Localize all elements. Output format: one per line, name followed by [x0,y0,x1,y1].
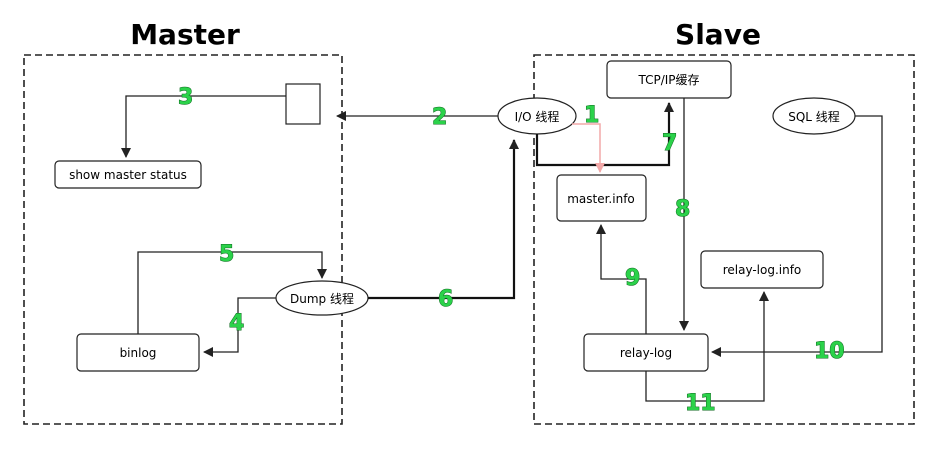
step-number: 7 [662,131,677,156]
edge-io-to-master-info [572,123,605,173]
step-number: 8 [675,197,690,222]
edge-square-to-status [121,95,286,158]
edge-relay-log-to-relay-log-info [645,291,769,402]
step-number: 1 [584,103,599,128]
slave-region [533,54,915,425]
tcp-cache-label: TCP/IP缓存 [637,73,699,87]
edge-sql-to-relay-log [711,115,883,357]
show-master-status-box [54,160,202,189]
tcp-cache-box [606,60,732,99]
step-number: 4 [229,311,244,336]
master-region [23,54,343,425]
edge-dump-to-binlog [203,297,276,357]
io-thread-label: I/O 线程 [515,109,560,124]
step-number: 3 [178,85,193,110]
master-title: Master [130,18,240,51]
step-number: 5 [219,242,234,267]
relay-log-label: relay-log [620,346,672,360]
edge-dump-to-io [368,139,519,300]
step-number: 6 [438,287,453,312]
master-request-square [285,83,321,125]
step-number: 2 [432,105,447,130]
slave-title: Slave [675,18,761,51]
master-info-label: master.info [567,192,635,206]
sql-thread-label: SQL 线程 [788,109,840,124]
master-info-box [556,174,647,222]
relay-log-info-box [700,250,824,289]
show-master-status-label: show master status [69,168,187,182]
step-number: 10 [814,339,845,364]
relay-log-info-label: relay-log.info [723,263,802,277]
step-number: 9 [625,266,640,291]
edge-relay-log-to-master-info [596,224,647,334]
step-number: 11 [685,391,716,416]
binlog-label: binlog [120,346,157,360]
dump-thread-label: Dump 线程 [290,291,354,306]
edge-binlog-to-dump [137,251,327,334]
